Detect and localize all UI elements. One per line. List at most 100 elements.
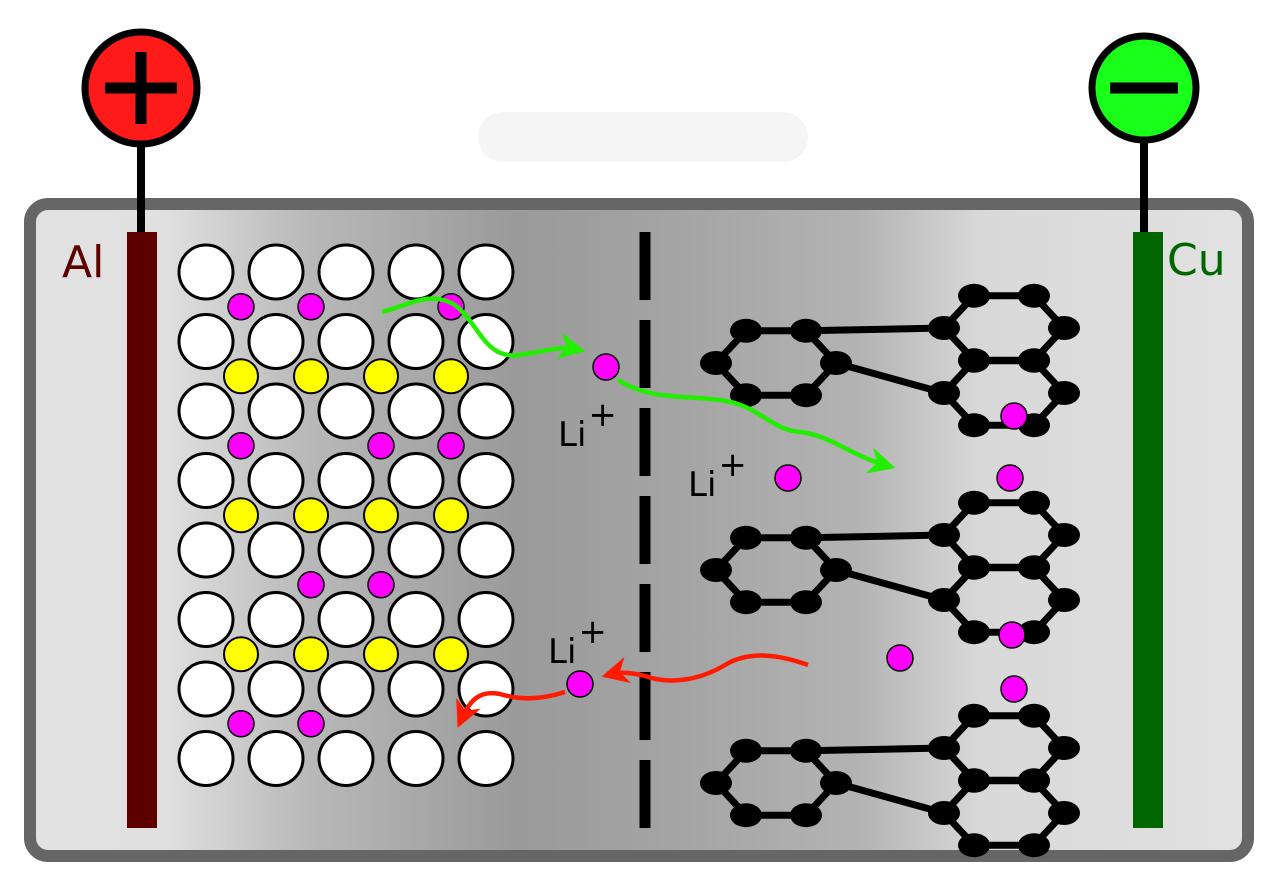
oxygen-sphere — [177, 521, 235, 579]
carbon-bond — [835, 779, 945, 817]
oxygen-sphere — [317, 730, 375, 787]
carbon-atom — [790, 318, 822, 343]
carbon-atom — [958, 620, 990, 645]
lithium-ion — [998, 621, 1026, 649]
carbon-atom — [820, 771, 852, 795]
carbon-atom — [1018, 703, 1050, 728]
carbon-atom — [790, 383, 822, 408]
lithium-ion-cathode — [367, 432, 395, 460]
carbon-atom — [928, 316, 960, 340]
carbon-atom — [1048, 381, 1080, 405]
lithium-ion — [592, 353, 620, 381]
carbon-atom — [790, 738, 822, 763]
lithium-ion-cathode — [297, 571, 325, 599]
metal-ion — [433, 497, 469, 534]
oxygen-sphere — [387, 660, 445, 718]
carbon-atom — [1048, 801, 1080, 825]
carbon-atom — [790, 590, 822, 615]
lithium-ion-cathode — [367, 571, 395, 599]
oxygen-sphere — [387, 730, 445, 787]
carbon-atom — [1018, 283, 1050, 308]
carbon-atom — [958, 413, 990, 438]
carbon-atom — [928, 381, 960, 405]
oxygen-sphere — [247, 591, 305, 648]
carbon-atom — [928, 736, 960, 760]
carbon-atom — [1018, 833, 1050, 858]
oxygen-sphere — [247, 452, 305, 509]
carbon-atom — [790, 803, 822, 828]
oxygen-sphere — [247, 313, 305, 370]
metal-ion — [223, 636, 259, 673]
graphite-sheet — [700, 703, 1080, 858]
lithium-ion — [1000, 402, 1028, 430]
carbon-atom — [958, 703, 990, 728]
carbon-atom — [958, 283, 990, 308]
carbon-atom — [1018, 620, 1050, 645]
lithium-ion — [886, 644, 914, 672]
oxygen-sphere — [317, 243, 375, 301]
carbon-atom — [1048, 316, 1080, 340]
lithium-ion-cathode — [227, 710, 255, 738]
carbon-atom — [820, 351, 852, 375]
carbon-atom — [730, 803, 762, 828]
oxygen-sphere — [457, 591, 515, 648]
li-symbol: Li — [558, 415, 586, 455]
carbon-bond — [805, 531, 945, 542]
carbon-atom — [1018, 490, 1050, 515]
li-charge: + — [718, 445, 747, 485]
oxygen-sphere — [387, 382, 445, 440]
carbon-atom — [820, 558, 852, 582]
carbon-atom — [958, 768, 990, 793]
carbon-atom — [700, 558, 732, 582]
lithium-ion-cathode — [297, 293, 325, 321]
oxygen-sphere — [457, 382, 515, 440]
charge-arrow-lower — [616, 378, 896, 474]
oxygen-sphere — [247, 521, 305, 579]
negative-terminal — [1088, 32, 1200, 144]
metal-ion — [433, 636, 469, 673]
carbon-atom — [928, 588, 960, 612]
carbon-atom — [700, 351, 732, 375]
metal-ion — [293, 358, 329, 395]
copper-current-collector — [1133, 232, 1163, 828]
oxygen-sphere — [177, 382, 235, 440]
carbon-bond — [805, 324, 945, 335]
metal-ion — [433, 358, 469, 395]
carbon-atom — [730, 525, 762, 550]
lithium-ion-cathode — [297, 710, 325, 738]
li-symbol: Li — [548, 632, 576, 672]
lithium-ion — [1000, 675, 1028, 703]
graphite-sheet — [700, 490, 1080, 645]
metal-ion — [293, 497, 329, 534]
oxygen-sphere — [457, 452, 515, 509]
oxygen-sphere — [457, 730, 515, 787]
lithium-ion — [774, 464, 802, 492]
oxygen-sphere — [457, 243, 515, 301]
carbon-atom — [790, 525, 822, 550]
metal-ion — [363, 358, 399, 395]
plus-icon — [105, 52, 177, 124]
li-ion-label-middle: Li+ — [688, 445, 747, 505]
metal-ion — [363, 497, 399, 534]
oxygen-sphere — [457, 521, 515, 579]
aluminium-current-collector — [127, 232, 157, 828]
charge-arrow-upper — [381, 296, 586, 360]
carbon-bond — [835, 566, 945, 604]
oxygen-sphere — [387, 313, 445, 370]
li-charge: + — [578, 612, 607, 652]
carbon-atom — [730, 383, 762, 408]
carbon-bond — [835, 359, 945, 397]
metal-ion — [223, 497, 259, 534]
metal-ion — [363, 636, 399, 673]
carbon-atom — [1018, 348, 1050, 373]
metal-ion — [293, 636, 329, 673]
title-smudge — [478, 112, 808, 162]
carbon-atom — [1048, 588, 1080, 612]
lithium-ions — [566, 353, 1028, 703]
lithium-ion — [996, 464, 1024, 492]
li-symbol: Li — [688, 465, 716, 505]
oxygen-sphere — [317, 660, 375, 718]
oxygen-sphere — [247, 382, 305, 440]
oxygen-sphere — [177, 313, 235, 370]
carbon-atom — [730, 738, 762, 763]
